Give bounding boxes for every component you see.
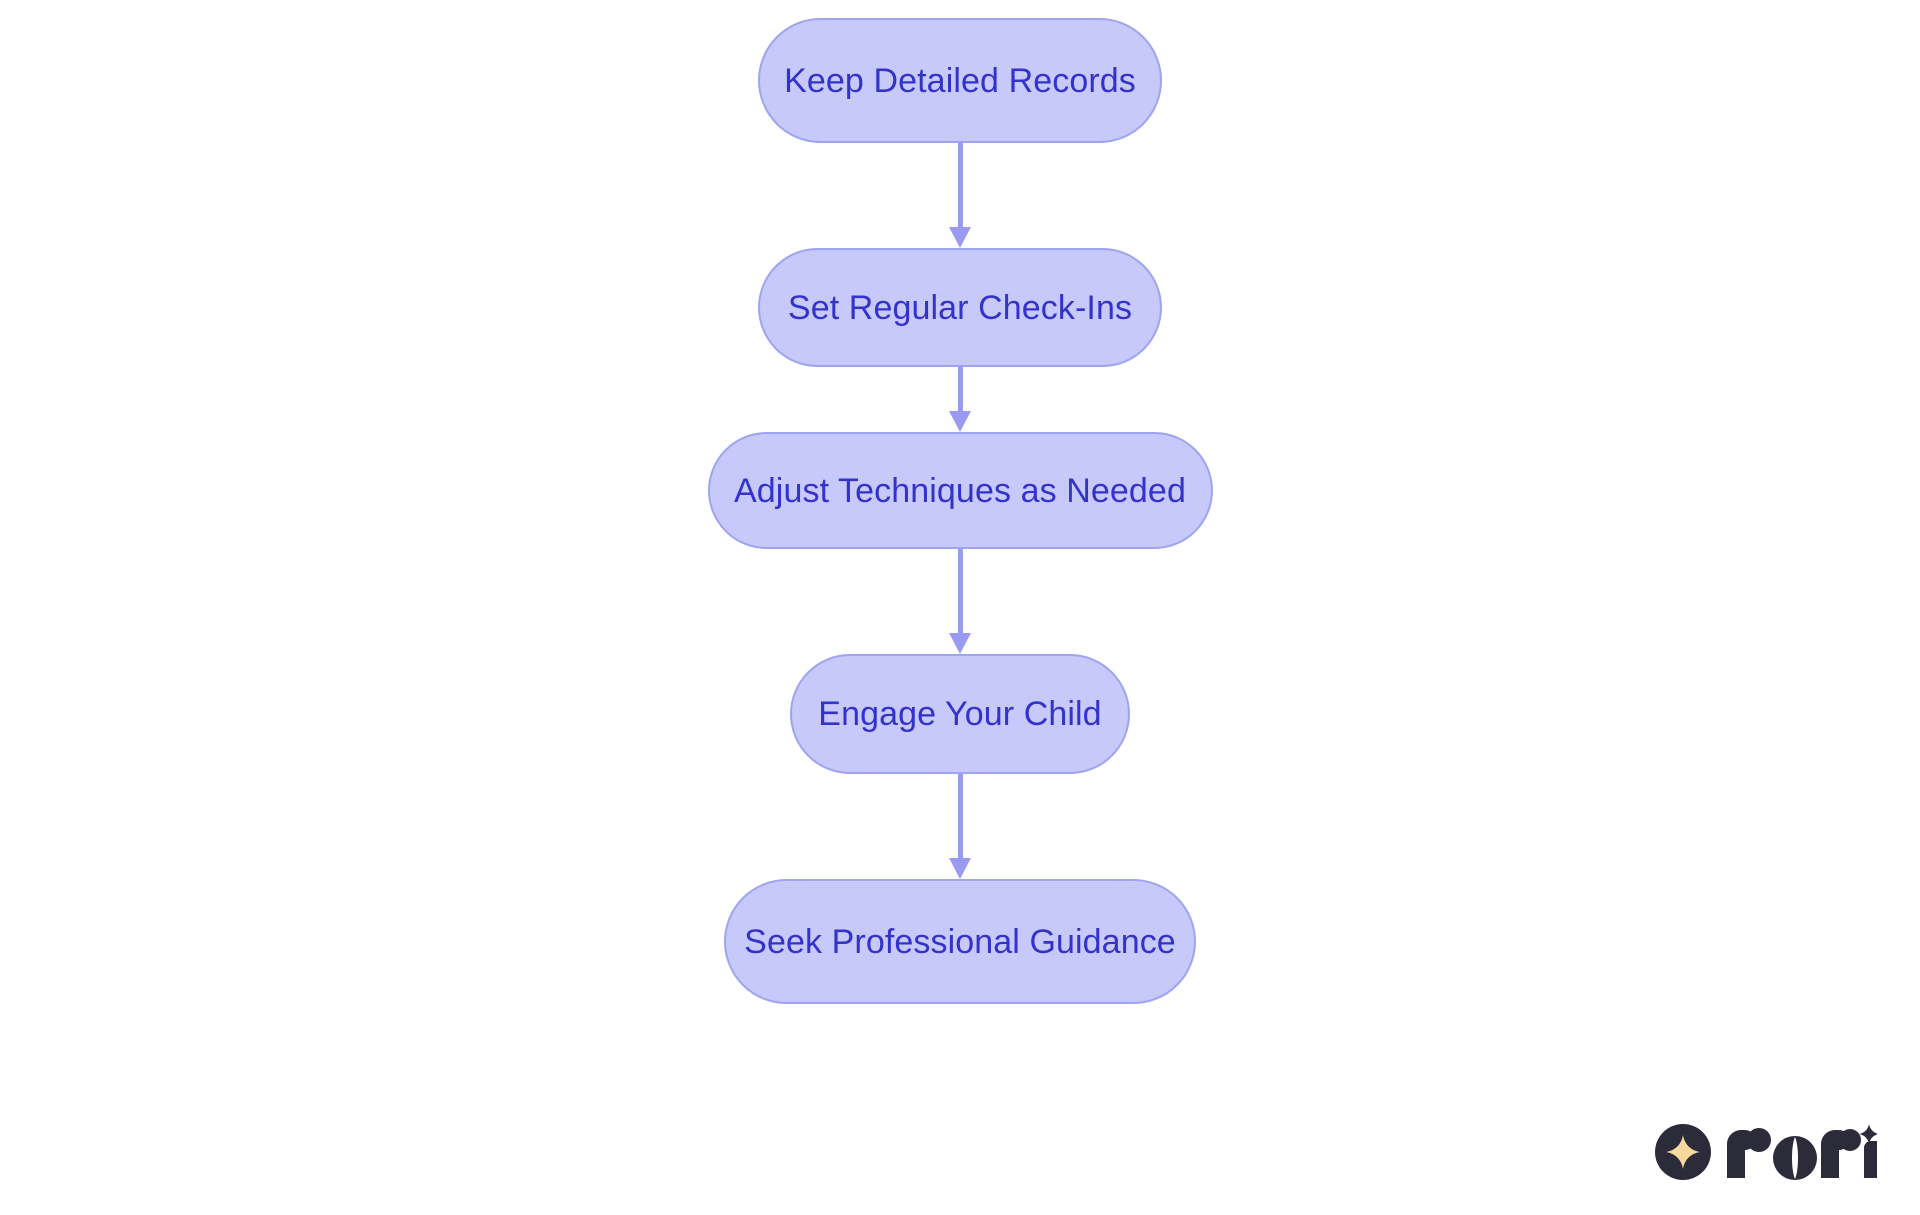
flow-node-engage-your-child[interactable]: Engage Your Child bbox=[790, 654, 1130, 774]
connector-shaft bbox=[957, 549, 963, 633]
arrow-head-down-icon bbox=[949, 227, 971, 248]
arrow-head-down-icon bbox=[949, 633, 971, 654]
flow-node-label: Adjust Techniques as Needed bbox=[734, 471, 1186, 510]
flow-node-keep-detailed-records[interactable]: Keep Detailed Records bbox=[758, 18, 1162, 143]
logo-wordmark-rori bbox=[1727, 1124, 1877, 1180]
flow-node-label: Keep Detailed Records bbox=[784, 61, 1136, 100]
arrow-head-down-icon bbox=[949, 858, 971, 879]
logo-badge bbox=[1655, 1124, 1711, 1180]
flow-node-label: Seek Professional Guidance bbox=[744, 922, 1176, 961]
four-pointed-star-icon bbox=[1666, 1135, 1700, 1169]
brand-logo bbox=[1655, 1124, 1877, 1180]
flow-connector-4 bbox=[949, 774, 971, 879]
flow-connector-2 bbox=[949, 367, 971, 432]
connector-shaft bbox=[957, 143, 963, 227]
flow-node-label: Engage Your Child bbox=[818, 695, 1102, 733]
flow-connector-1 bbox=[949, 143, 971, 248]
connector-shaft bbox=[957, 774, 963, 858]
arrow-head-down-icon bbox=[949, 411, 971, 432]
flow-node-set-regular-check-ins[interactable]: Set Regular Check-Ins bbox=[758, 248, 1162, 367]
flow-node-adjust-techniques-as-needed[interactable]: Adjust Techniques as Needed bbox=[707, 432, 1213, 549]
flowchart-node-column: Keep Detailed Records Set Regular Check-… bbox=[0, 18, 1920, 1004]
connector-shaft bbox=[957, 367, 963, 411]
flow-node-seek-professional-guidance[interactable]: Seek Professional Guidance bbox=[724, 879, 1196, 1004]
flow-node-label: Set Regular Check-Ins bbox=[787, 288, 1133, 327]
flow-connector-3 bbox=[949, 549, 971, 654]
